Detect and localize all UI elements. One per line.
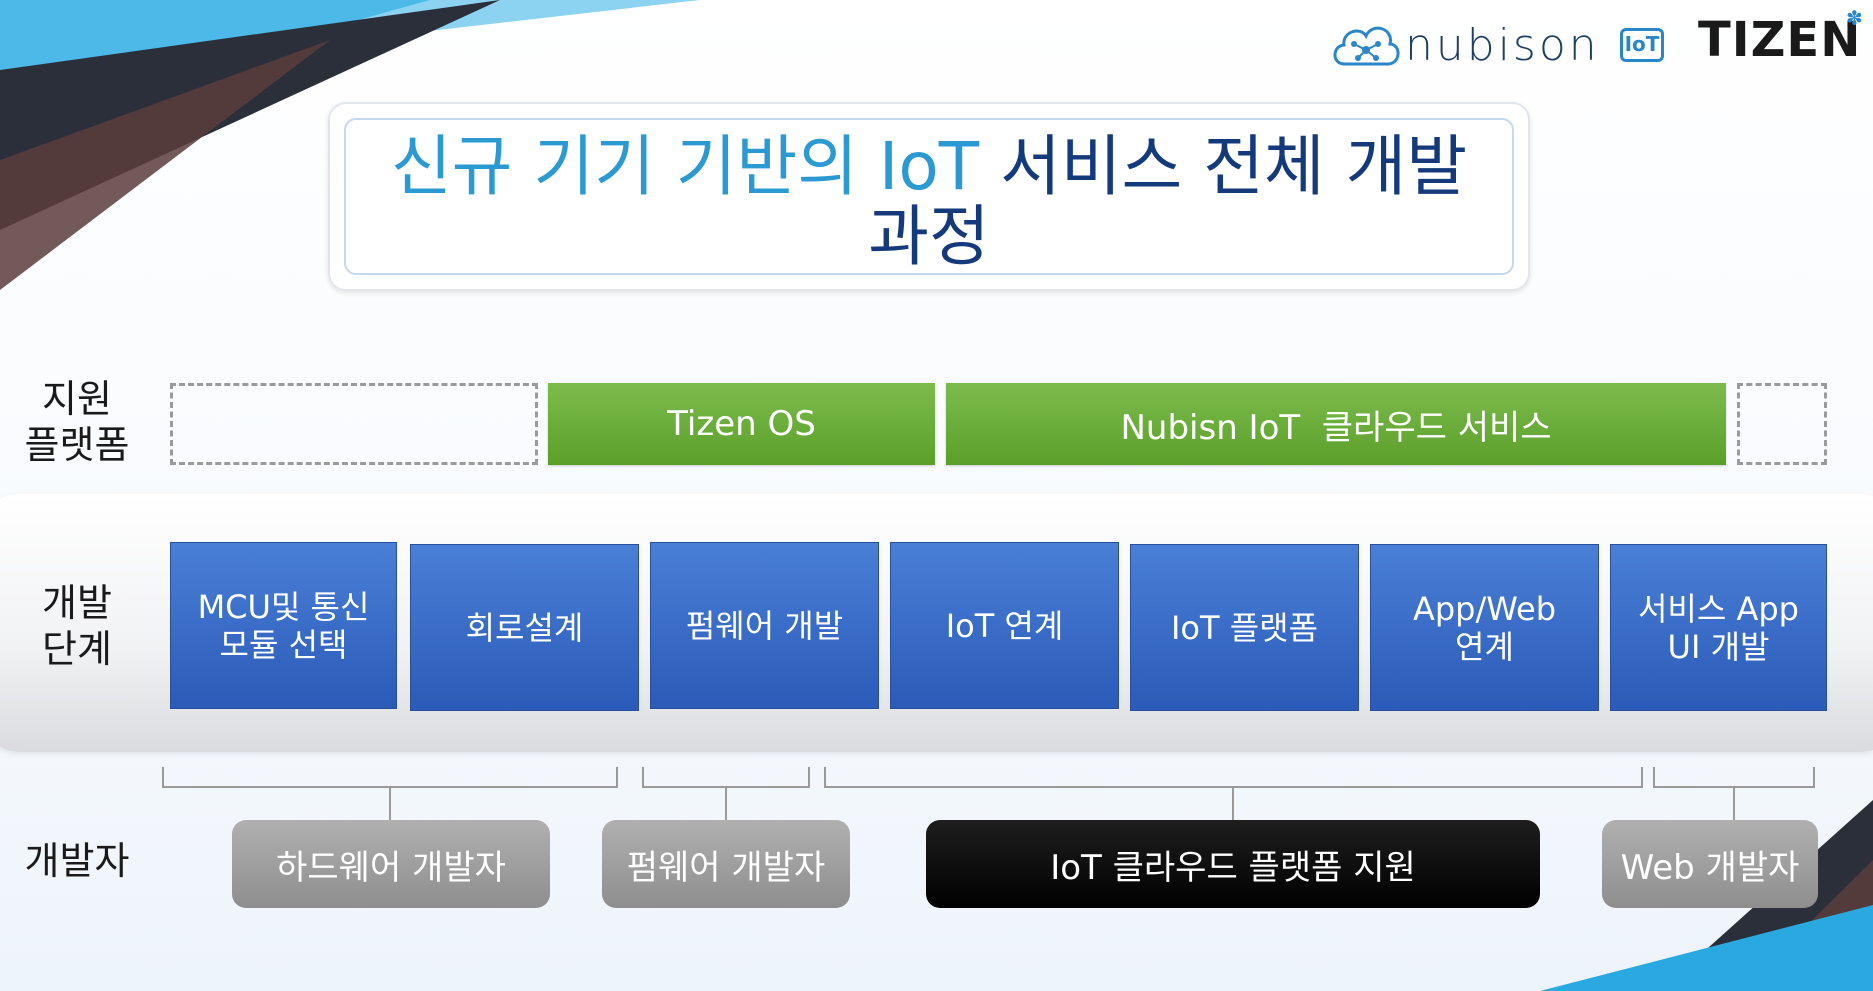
brace-firmware — [642, 767, 810, 820]
row-label-stage: 개발 단계 — [2, 580, 152, 672]
title-main: 서비스 전체 개발 — [1000, 128, 1468, 205]
stage-firmware-label: 펌웨어 개발 — [685, 606, 844, 645]
stage-service-app-ui-line2: UI 개발 — [1667, 627, 1770, 666]
nubison-wordmark: nubison — [1405, 20, 1600, 71]
developer-firmware: 펌웨어 개발자 — [602, 820, 850, 908]
developer-iot-cloud-support: IoT 클라우드 플랫폼 지원 — [926, 820, 1540, 908]
stage-mcu-module-line1: MCU및 통신 — [197, 587, 370, 626]
platform-nubison-cloud: Nubisn IoT 클라우드 서비스 — [946, 383, 1726, 465]
brace-hardware — [162, 767, 618, 820]
developer-iot-cloud-label: IoT 클라우드 플랫폼 지원 — [1050, 847, 1416, 888]
platform-empty-left — [170, 383, 538, 465]
row-label-stage-line2: 단계 — [42, 627, 112, 671]
row-label-platform-line2: 플랫폼 — [24, 423, 130, 467]
tizen-logo: TIZEN — [1698, 12, 1862, 68]
stage-iot-integration: IoT 연계 — [890, 542, 1119, 709]
cloud-network-icon — [1333, 26, 1400, 66]
developer-hardware-label: 하드웨어 개발자 — [276, 847, 506, 888]
stage-iot-integration-label: IoT 연계 — [945, 606, 1064, 645]
platform-nubison-cloud-label: Nubisn IoT 클라우드 서비스 — [1120, 407, 1552, 448]
row-label-developer: 개발자 — [24, 839, 130, 883]
stage-service-app-ui: 서비스 App UI 개발 — [1610, 544, 1827, 711]
row-label-stage-line1: 개발 — [42, 581, 112, 625]
stage-mcu-module-line2: 모듈 선택 — [219, 625, 348, 664]
brace-iot-cloud — [824, 767, 1643, 820]
developer-firmware-label: 펌웨어 개발자 — [626, 847, 826, 888]
title-accent: 신규 기기 기반의 IoT — [390, 128, 980, 205]
stage-iot-platform: IoT 플랫폼 — [1130, 544, 1359, 711]
platform-empty-right — [1737, 383, 1827, 465]
row-label-platform: 지원 플랫폼 — [2, 376, 152, 468]
brace-web — [1653, 767, 1815, 820]
row-label-platform-line1: 지원 — [42, 377, 112, 421]
developer-web: Web 개발자 — [1602, 820, 1818, 908]
stage-app-web-line1: App/Web — [1412, 589, 1557, 628]
developer-web-label: Web 개발자 — [1620, 847, 1800, 888]
title-box: 신규 기기 기반의 IoT 서비스 전체 개발 과정 — [328, 102, 1530, 291]
nubison-logo: nubison IoT — [1330, 14, 1680, 74]
page-title: 신규 기기 기반의 IoT 서비스 전체 개발 과정 — [346, 132, 1512, 272]
tizen-pinwheel-icon: ✽ — [1846, 6, 1863, 30]
developer-hardware: 하드웨어 개발자 — [232, 820, 550, 908]
stage-circuit-design-label: 회로설계 — [465, 608, 584, 647]
title-line2: 과정 — [868, 198, 990, 275]
platform-tizen-os-label: Tizen OS — [667, 404, 816, 444]
stage-service-app-ui-line1: 서비스 App — [1637, 589, 1799, 628]
stage-circuit-design: 회로설계 — [410, 544, 639, 711]
stage-app-web: App/Web 연계 — [1370, 544, 1599, 711]
stage-firmware: 펌웨어 개발 — [650, 542, 879, 709]
title-inner-frame: 신규 기기 기반의 IoT 서비스 전체 개발 과정 — [344, 118, 1514, 275]
stage-app-web-line2: 연계 — [1455, 627, 1514, 666]
platform-tizen-os: Tizen OS — [548, 383, 935, 465]
stage-iot-platform-label: IoT 플랫폼 — [1170, 608, 1319, 647]
stage-mcu-module: MCU및 통신 모듈 선택 — [170, 542, 397, 709]
nubison-iot-badge: IoT — [1620, 28, 1664, 62]
